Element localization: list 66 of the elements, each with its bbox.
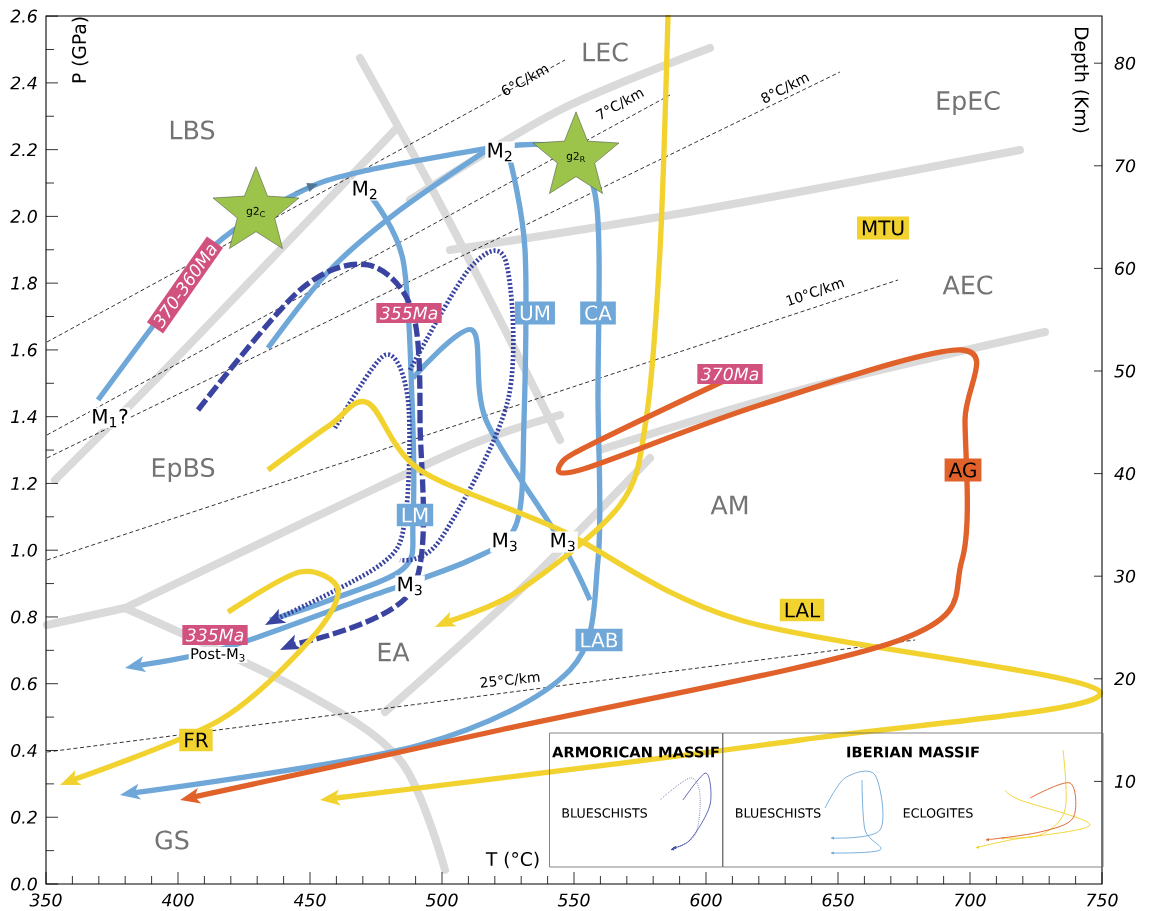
- tick-label: 30: [1114, 569, 1136, 583]
- stage-label: M$_{2}$: [485, 141, 515, 163]
- field-label: GS: [155, 830, 189, 850]
- path-label-box: LAL: [779, 598, 825, 622]
- panel-label: BLUESCHISTS: [562, 808, 647, 818]
- path-label-box: LM: [396, 503, 434, 527]
- tick-label: 2.6: [10, 9, 37, 23]
- stage-label: M$_{2}$: [350, 179, 380, 201]
- tick-label: 0.0: [11, 877, 37, 891]
- stage-label: M$_{3}$: [548, 531, 578, 553]
- field-label: AM: [710, 495, 748, 515]
- panel-label: ECLOGITES: [903, 808, 973, 818]
- field-label: EpBS: [152, 457, 215, 483]
- age-tag: 335Ma: [182, 625, 248, 645]
- axis-title: Depth (Km): [1070, 27, 1090, 133]
- tick-label: 70: [1115, 159, 1136, 173]
- legend-panel: [722, 732, 1104, 868]
- stage-label: M$_{1}$?: [89, 407, 131, 429]
- panel-heading: IBERIAN MASSIF: [847, 746, 979, 758]
- path-label-box: FR: [179, 728, 213, 752]
- tick-label: 750: [1087, 893, 1118, 907]
- field-label: LBS: [170, 120, 215, 140]
- field-label: AEC: [942, 275, 993, 295]
- tick-label: 1.8: [11, 276, 37, 290]
- tick-label: 0.8: [11, 610, 37, 624]
- tick-label: 450: [293, 893, 326, 907]
- legend-panel: [549, 732, 723, 868]
- tick-label: 650: [822, 893, 854, 907]
- age-tag: 355Ma: [376, 303, 442, 323]
- stage-label: Post-M$_{3}$: [188, 646, 248, 664]
- path-label-box: LAB: [575, 628, 623, 652]
- age-tag: 370Ma: [697, 364, 763, 384]
- panel-label: BLUESCHISTS: [736, 808, 821, 818]
- tick-label: 1.2: [11, 477, 37, 490]
- tick-label: 80: [1114, 56, 1136, 70]
- tick-label: 600: [690, 893, 722, 907]
- tick-label: 1.0: [11, 543, 37, 557]
- field-label: EA: [378, 642, 410, 662]
- field-label: LEC: [583, 42, 628, 62]
- tick-label: 2.0: [10, 209, 37, 223]
- tick-label: 400: [161, 893, 194, 907]
- path-label-box: AG: [944, 458, 982, 482]
- tick-label: 500: [425, 893, 458, 907]
- stage-label: M$_{3}$: [395, 575, 425, 597]
- tick-label: 2.2: [10, 143, 37, 157]
- tick-label: 40: [1114, 467, 1136, 481]
- path-label-box: CA: [580, 301, 616, 325]
- tick-label: 550: [557, 893, 590, 907]
- geotherm-label: 25°C/km: [480, 672, 540, 688]
- tick-label: 350: [29, 893, 62, 907]
- stage-label: M$_{3}$: [490, 531, 520, 553]
- tick-label: 50: [1114, 364, 1136, 378]
- tick-label: 0.6: [11, 677, 37, 691]
- tick-label: 1.4: [11, 410, 37, 423]
- tick-label: 0.2: [11, 810, 37, 824]
- tick-label: 700: [955, 893, 986, 907]
- path-label-box: UM: [515, 301, 555, 325]
- tick-label: 20: [1114, 672, 1136, 686]
- tick-label: 1.6: [11, 343, 37, 357]
- tick-label: 60: [1115, 261, 1136, 275]
- field-label: EpEC: [937, 90, 1000, 116]
- tick-label: 0.4: [11, 743, 37, 758]
- path-label-box: MTU: [856, 216, 910, 240]
- tick-label: 2.4: [10, 76, 37, 90]
- panel-heading: ARMORICAN MASSIF: [552, 746, 719, 758]
- axis-title: P (GPa): [71, 17, 89, 83]
